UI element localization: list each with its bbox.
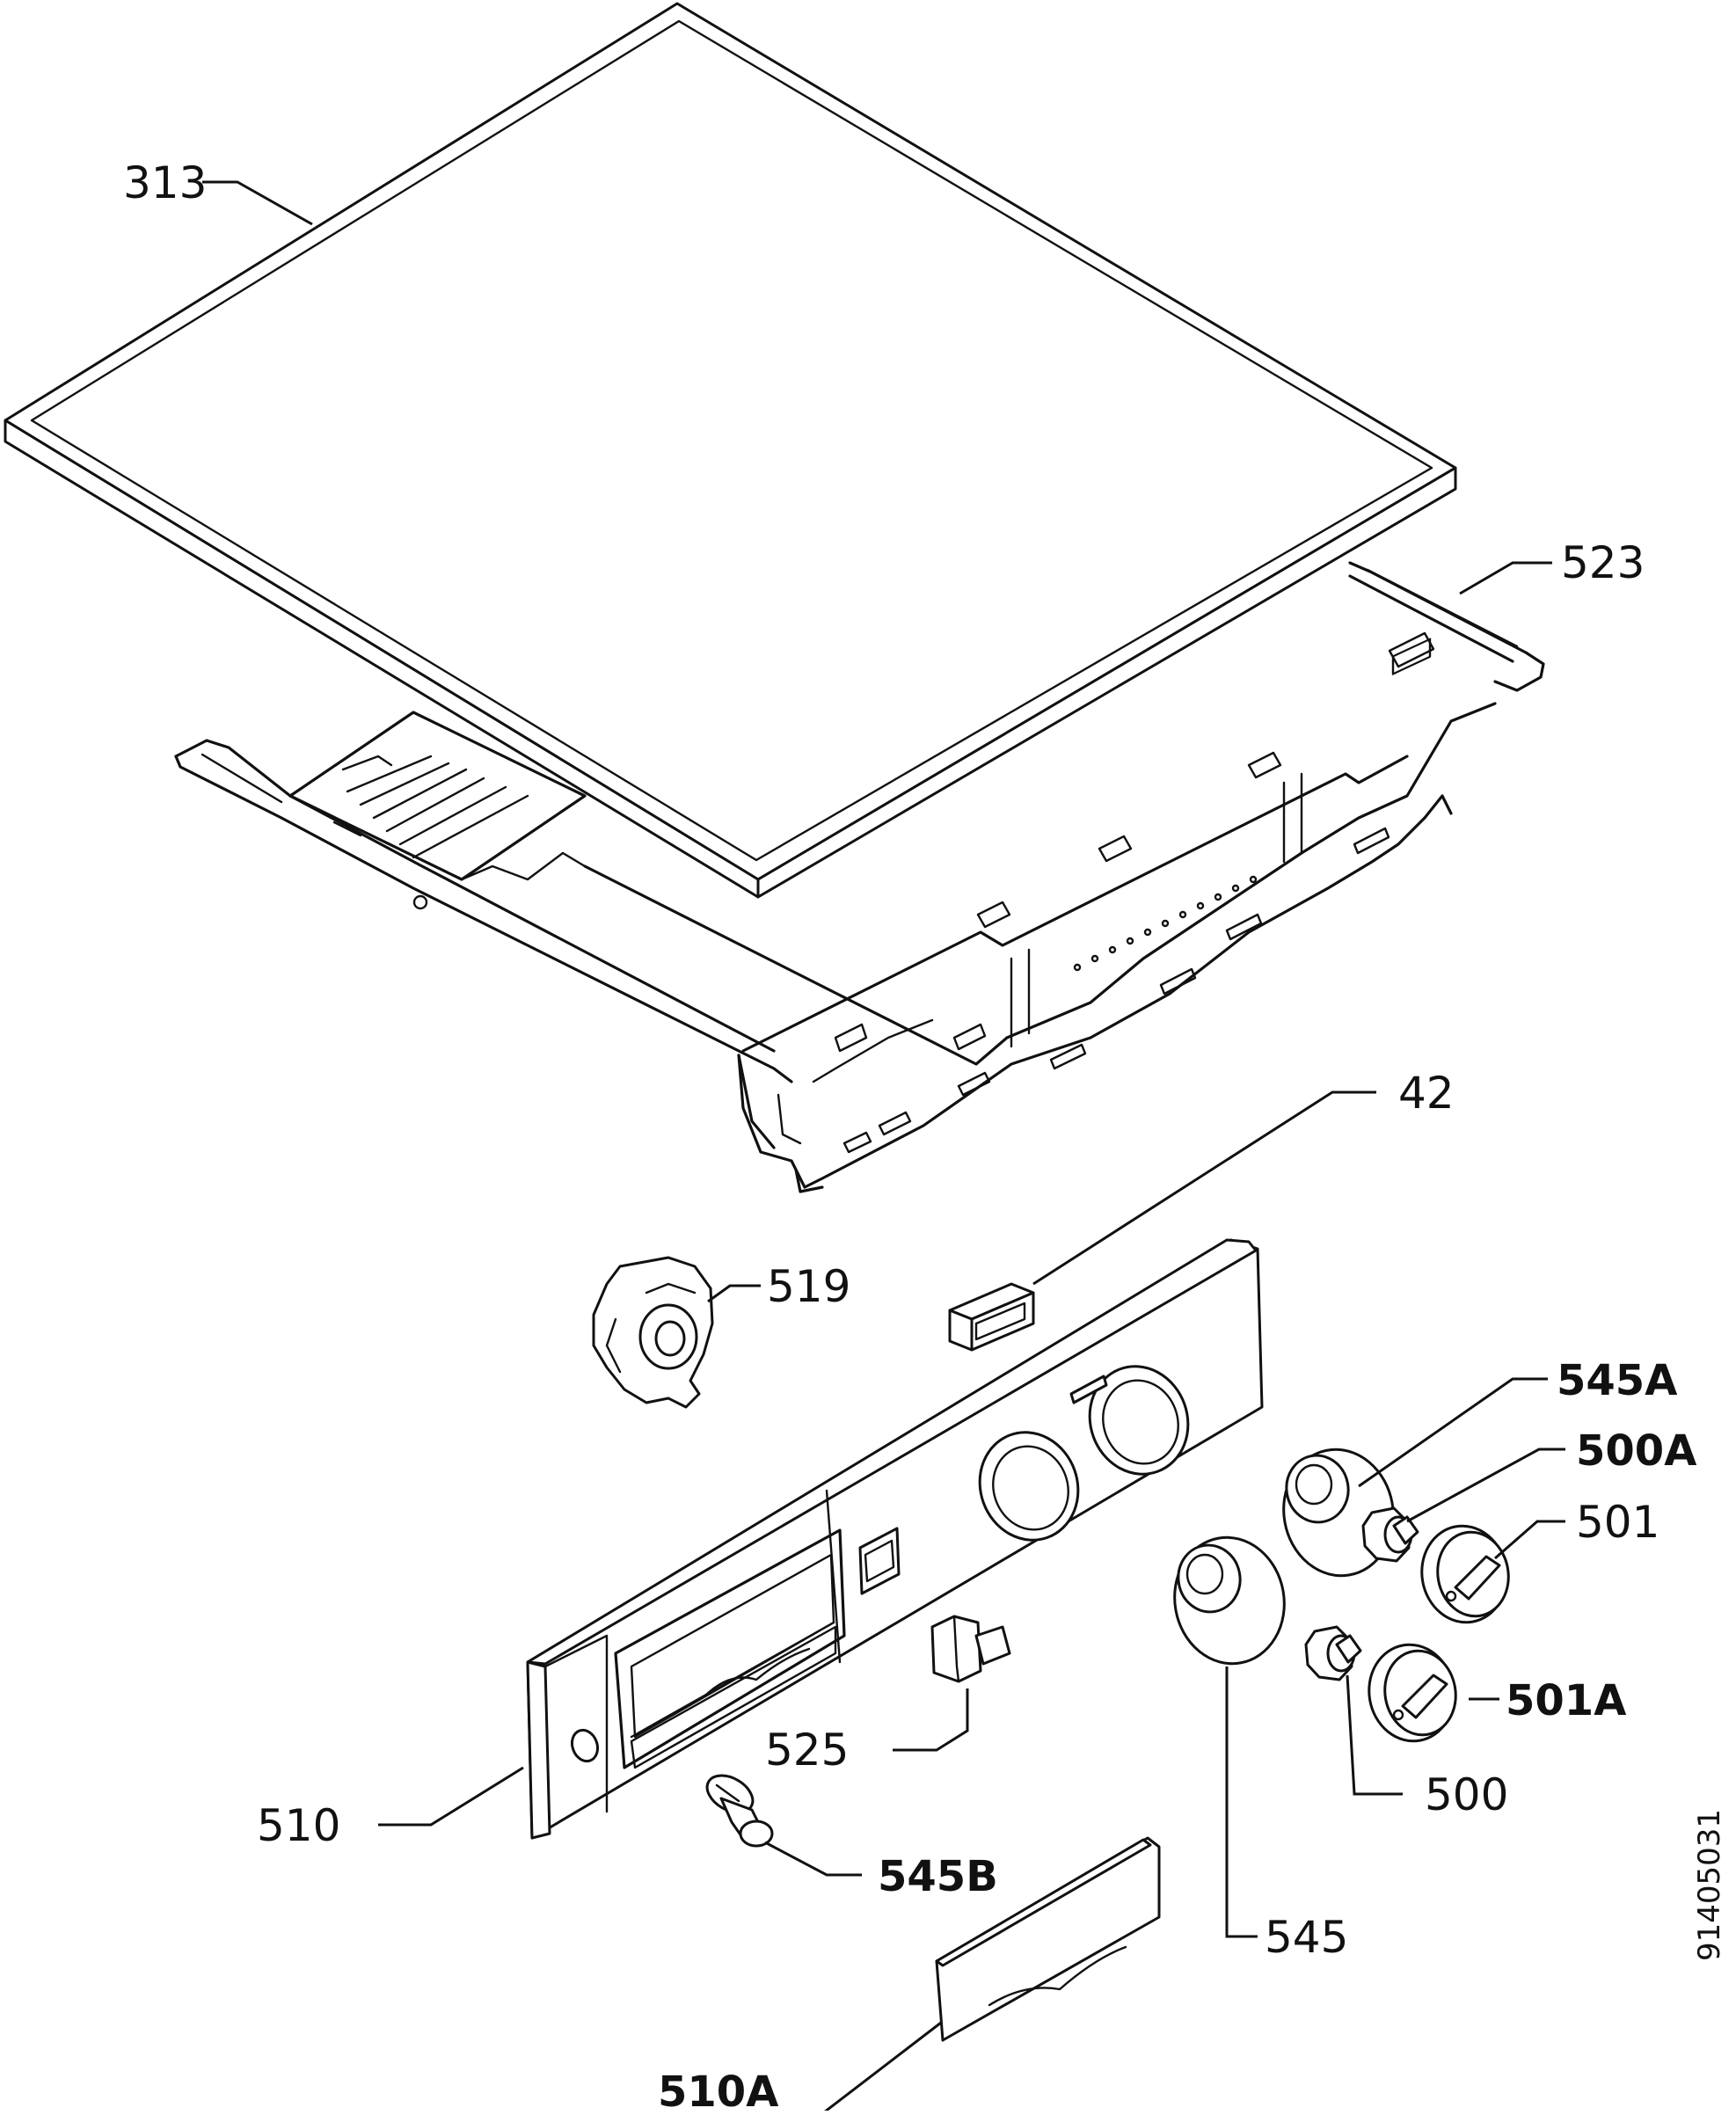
label-501: 501	[1576, 1497, 1659, 1548]
part-labels: 313 523 42 519 545A 500A 501 501A 500 52…	[123, 157, 1727, 2115]
part-313-worktop	[4, 2, 1457, 899]
drawing-number: 91405031	[1692, 1809, 1727, 1961]
label-500A: 500A	[1576, 1426, 1696, 1476]
part-510-control-panel	[526, 1238, 1264, 1840]
part-500A-spindle	[1361, 1506, 1419, 1563]
part-510A-flap	[935, 1836, 1161, 2042]
part-42-switch	[948, 1282, 1035, 1352]
leader-lines	[202, 180, 1565, 2115]
label-500: 500	[1425, 1769, 1508, 1820]
label-42: 42	[1398, 1068, 1455, 1119]
label-510: 510	[257, 1800, 340, 1851]
part-501-knob	[1420, 1524, 1510, 1624]
part-500-spindle	[1304, 1625, 1362, 1681]
label-545A: 545A	[1557, 1356, 1677, 1405]
label-501A: 501A	[1506, 1676, 1626, 1725]
part-523-control-frame	[174, 561, 1545, 1193]
part-545B-knob	[705, 1774, 774, 1848]
label-545B: 545B	[878, 1852, 998, 1901]
part-545-bezel	[1173, 1535, 1286, 1666]
part-501A-knob	[1368, 1643, 1457, 1743]
part-525-switch	[930, 1615, 1011, 1683]
label-525: 525	[765, 1725, 849, 1776]
label-519: 519	[767, 1261, 850, 1312]
label-313: 313	[123, 157, 207, 208]
label-523: 523	[1561, 537, 1645, 588]
part-519-bracket	[592, 1256, 714, 1409]
label-545: 545	[1265, 1912, 1348, 1963]
label-510A-visible: 510A	[658, 2068, 778, 2111]
